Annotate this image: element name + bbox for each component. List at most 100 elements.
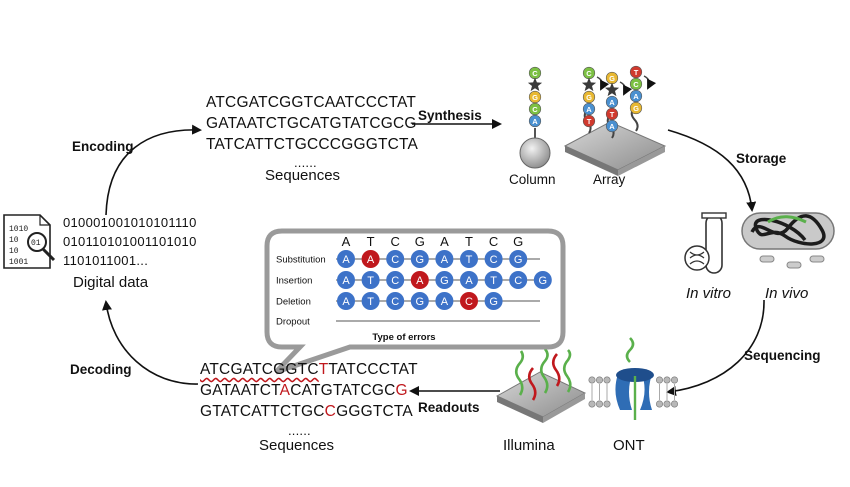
base-letter: C <box>514 275 522 287</box>
base-letter: G <box>514 254 523 266</box>
base-letter: T <box>367 296 374 308</box>
array-2-nucleotide-2-bead <box>629 89 643 103</box>
base-bead <box>509 250 528 268</box>
in-vivo-label: In vivo <box>765 285 809 302</box>
column-nucleotide-2-bead <box>528 90 542 104</box>
base-bead <box>484 292 503 310</box>
base-bead <box>361 292 380 310</box>
ont-label: ONT <box>613 437 645 454</box>
lipid-head <box>655 376 663 384</box>
array-0-nucleotide-4-bead <box>582 114 596 128</box>
lipid-head <box>588 376 596 384</box>
error-type-label: Deletion <box>276 297 311 308</box>
base-letter: A <box>342 296 350 308</box>
error-base-bead <box>460 292 478 310</box>
base-letter: C <box>391 296 399 308</box>
array-0-nucleotide-4-letter: T <box>587 117 592 126</box>
readout-3-part-a: GTATCATTCTGC <box>200 403 325 420</box>
array-0-nucleotide-0-letter: C <box>586 69 592 78</box>
encoded-sequence-2: GATAATCTGCATGTATCGCG <box>206 115 417 132</box>
svg-text:10: 10 <box>9 247 19 256</box>
lipid-head <box>595 400 603 408</box>
svg-text:01: 01 <box>31 239 41 248</box>
readout-sequence-1: ATCGATCGGTCTTATCCCTAT <box>200 359 418 380</box>
array-0-nucleotide-3-bead <box>582 102 596 116</box>
base-letter: G <box>539 275 548 287</box>
base-bead <box>509 271 528 289</box>
base-bead <box>460 271 478 289</box>
step-synthesis: Synthesis <box>418 108 482 123</box>
readout-1-part-a: ATCGATCGGTC <box>200 361 319 378</box>
error-header-base: C <box>391 234 400 249</box>
base-bead <box>533 271 552 289</box>
encoding-arrow <box>105 124 202 216</box>
illumina-flowcell-icon <box>495 348 587 423</box>
column-nucleotide-3-bead <box>528 102 542 116</box>
array-1-nucleotide-3-bead <box>605 107 619 121</box>
base-letter: C <box>490 254 498 266</box>
base-letter: C <box>465 296 473 308</box>
lipid-head <box>663 376 671 384</box>
readout-sequences-label: Sequences <box>259 437 335 454</box>
error-header-base: A <box>342 234 351 249</box>
storage-arrow <box>667 129 757 212</box>
base-letter: C <box>391 254 399 266</box>
array-label: Array <box>593 172 626 187</box>
error-type-label: Insertion <box>276 276 312 287</box>
base-letter: G <box>440 275 449 287</box>
array-2-nucleotide-0-bead <box>629 65 643 79</box>
base-letter: G <box>416 296 425 308</box>
bacterial-cell-icon <box>741 212 835 269</box>
base-bead <box>484 250 503 268</box>
base-bead <box>435 250 454 268</box>
step-sequencing: Sequencing <box>744 348 821 363</box>
base-letter: A <box>367 254 375 266</box>
base-letter: T <box>367 275 374 287</box>
sequencing-arrow <box>666 299 765 396</box>
lipid-head <box>670 400 678 408</box>
column-nucleotide-1-star <box>527 77 543 92</box>
error-base-bead <box>361 250 380 268</box>
error-type-label: Substitution <box>276 255 326 266</box>
step-encoding: Encoding <box>72 139 134 154</box>
encoded-sequence-ellipsis: ...... <box>294 155 317 170</box>
digital-file-icon: 1010 10 10 1001 01 <box>3 214 56 269</box>
binary-line-1: 010001001010101110 <box>63 215 197 230</box>
array-1-extension-arrow <box>619 81 633 96</box>
column-nucleotide-3-letter: C <box>532 105 538 114</box>
base-bead <box>337 250 355 268</box>
readout-2-part-c: CATGTATCGC <box>290 382 396 399</box>
nanopore-membrane-icon <box>588 337 678 420</box>
base-bead <box>435 271 454 289</box>
readout-sequence-3: GTATCATTCTGCCGGGTCTA <box>200 401 413 422</box>
array-1-nucleotide-0-letter: G <box>609 74 615 83</box>
readout-3-error: C <box>324 403 337 420</box>
base-letter: G <box>489 296 498 308</box>
readout-1-part-c: TATCCCTAT <box>328 361 418 378</box>
encoded-sequence-1: ATCGATCGGTCAATCCCTAT <box>206 94 417 111</box>
column-nucleotide-2-letter: G <box>532 93 538 102</box>
array-1-nucleotide-4-letter: A <box>609 122 615 131</box>
readout-2-error-2: G <box>395 382 408 399</box>
column-nucleotide-4-bead <box>528 114 542 128</box>
base-letter: T <box>466 254 473 266</box>
base-bead <box>410 250 429 268</box>
array-1-nucleotide-3-letter: T <box>610 110 615 119</box>
readout-3-part-c: GGGTCTA <box>336 403 413 420</box>
error-header-base: T <box>367 234 375 249</box>
base-bead <box>337 292 355 310</box>
lipid-head <box>655 400 663 408</box>
error-type-label: Dropout <box>276 317 310 328</box>
array-2-nucleotide-1-bead <box>629 77 643 91</box>
base-bead <box>435 292 454 310</box>
lipid-head <box>588 400 596 408</box>
base-bead <box>386 250 405 268</box>
base-letter: G <box>416 254 425 266</box>
array-0-nucleotide-2-letter: G <box>586 93 592 102</box>
svg-text:1001: 1001 <box>9 258 28 267</box>
base-bead <box>386 292 405 310</box>
base-bead <box>337 271 355 289</box>
binary-line-2: 010110101001101010 <box>63 234 197 249</box>
